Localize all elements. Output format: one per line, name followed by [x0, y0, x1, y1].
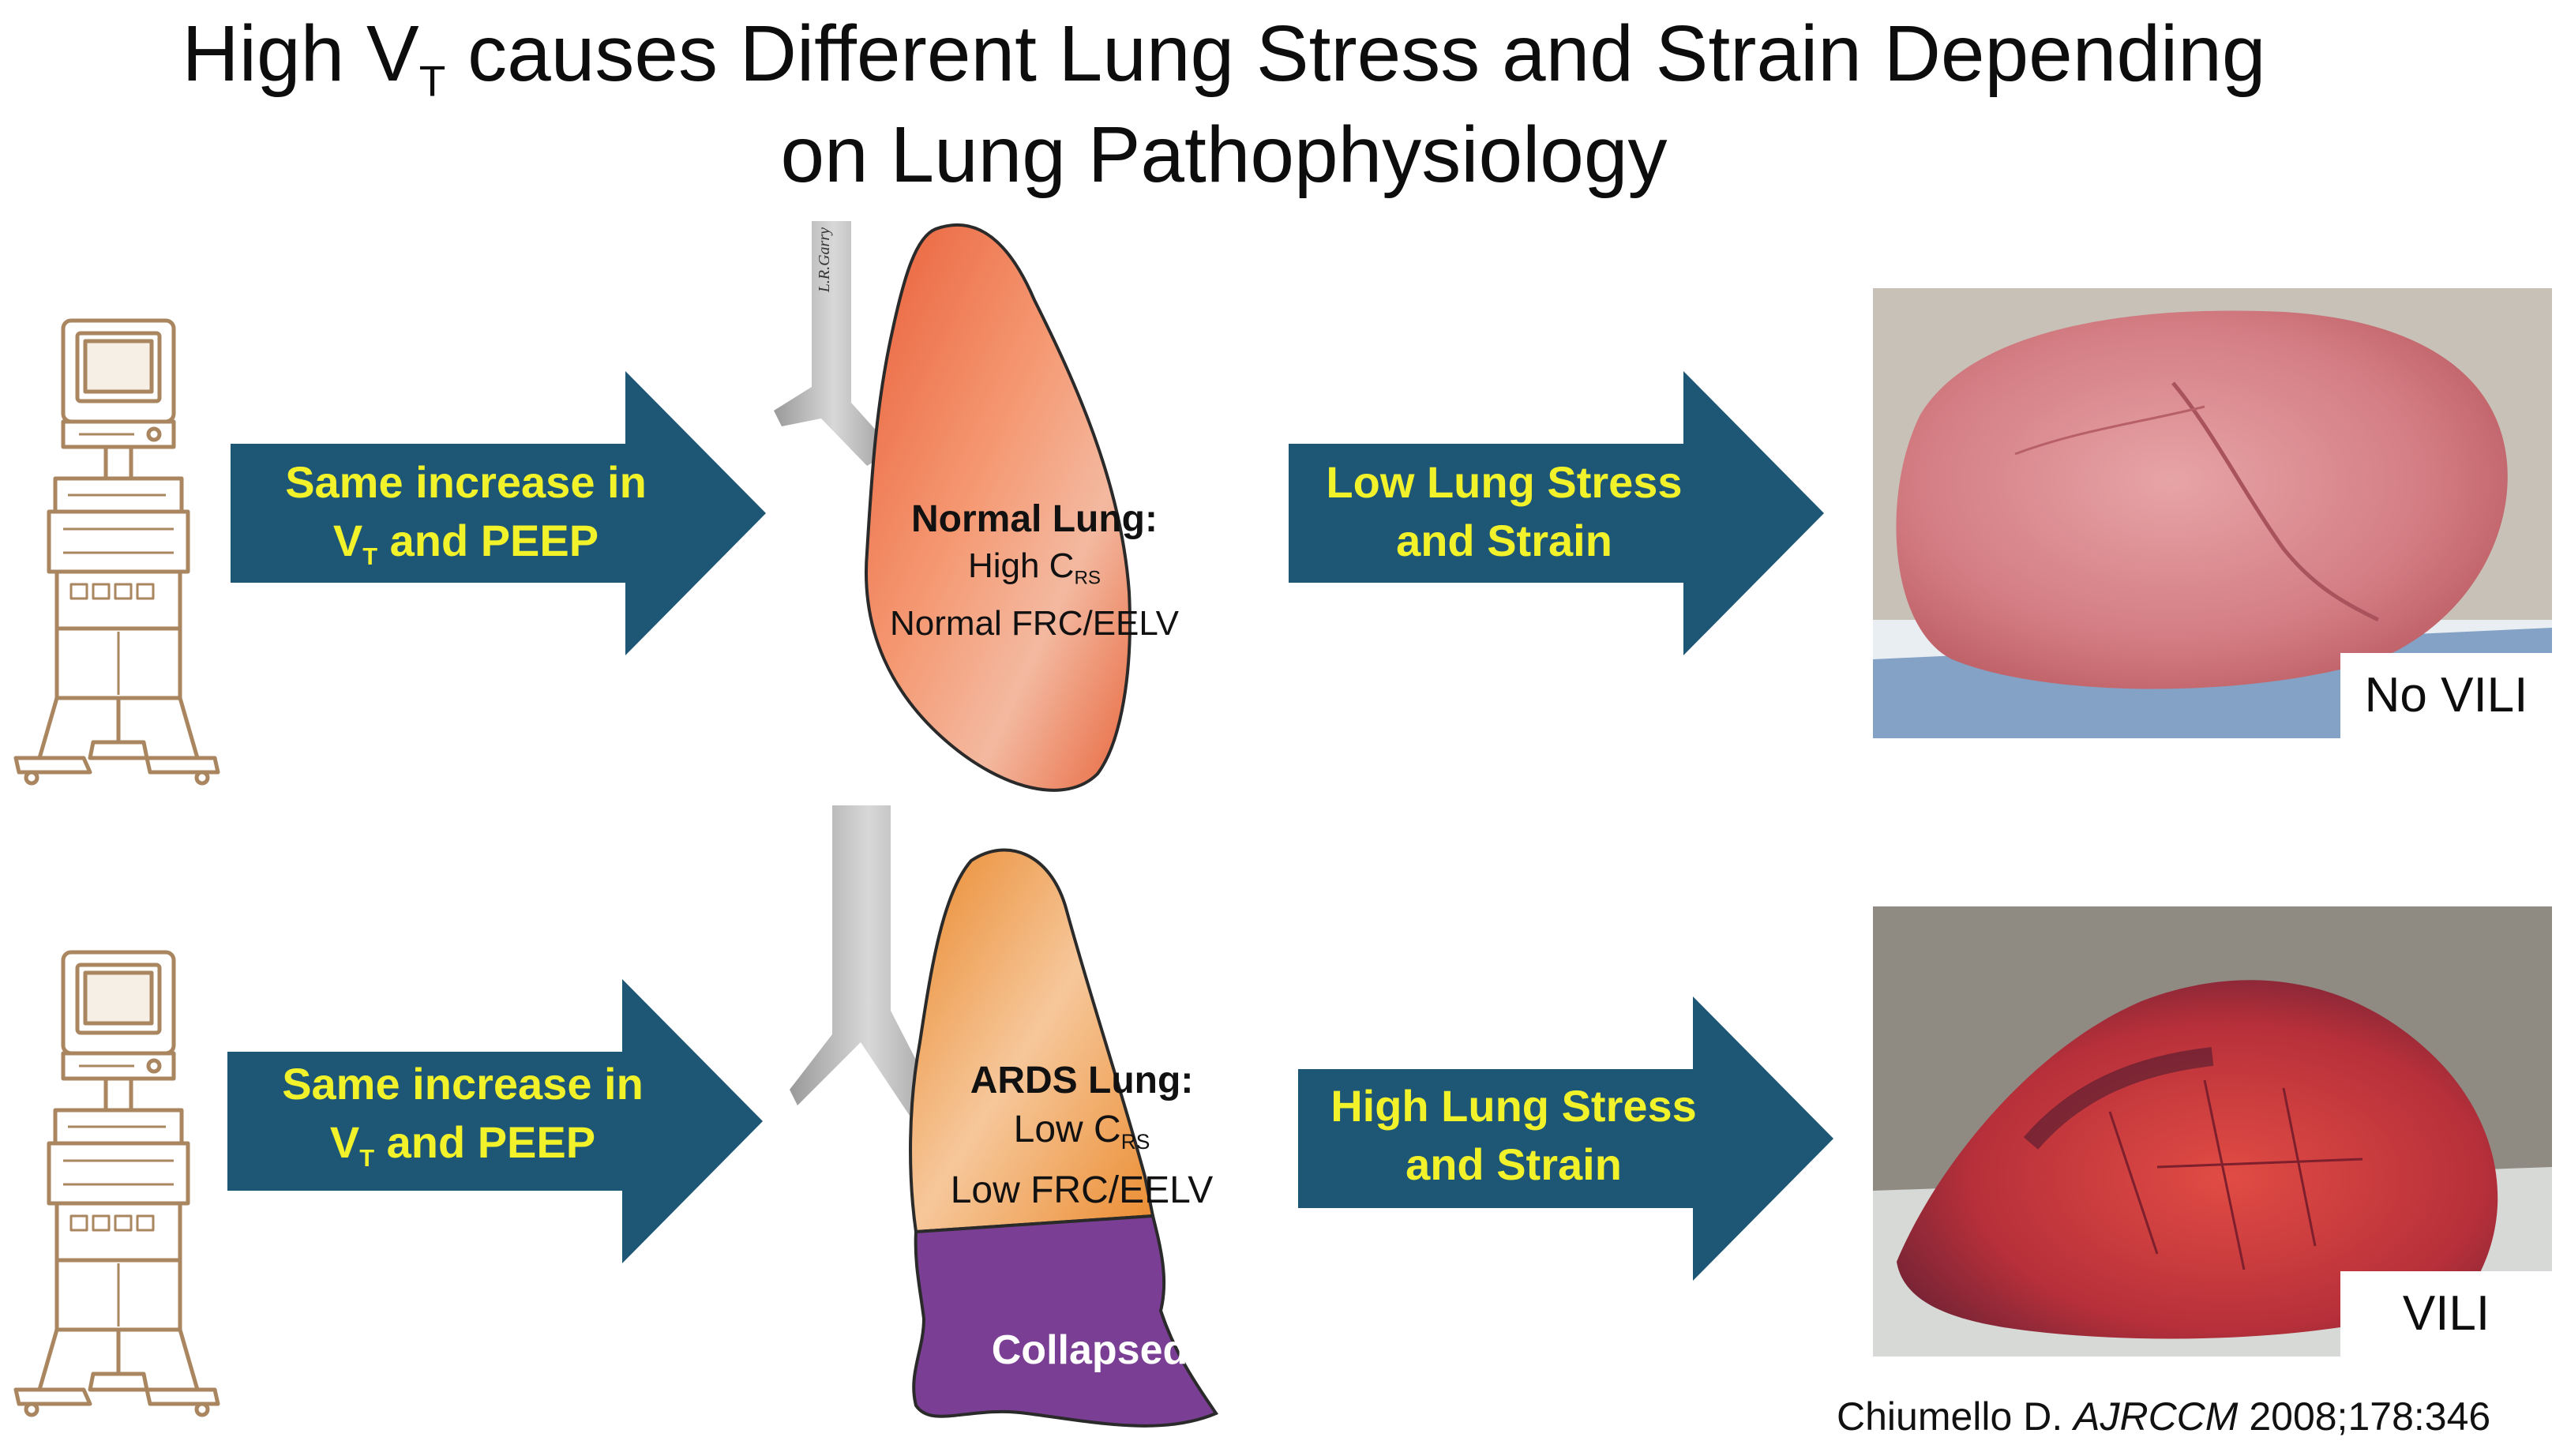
output-arrow-top — [1289, 371, 1824, 655]
output-arrow-bottom-label: High Lung Stress and Strain — [1330, 1081, 1697, 1189]
no-vili-lung-photo: No VILI — [1873, 288, 2552, 738]
input-arrow-bottom — [227, 979, 763, 1263]
title-line-2: on Lung Pathophysiology — [780, 111, 1668, 199]
citation: Chiumello D. AJRCCM 2008;178:346 — [1837, 1394, 2491, 1439]
normal-lung-label: Normal Lung: High CRS Normal FRC/EELV — [890, 498, 1179, 644]
input-arrow-top — [231, 371, 766, 655]
input-arrow-bottom-label: Same increase in VT and PEEP — [282, 1059, 644, 1172]
ards-lung-illustration — [790, 805, 1218, 1428]
vili-lung-photo: VILI — [1873, 906, 2552, 1357]
output-arrow-top-label: Low Lung Stress and Strain — [1326, 457, 1683, 565]
collapsed-label: Collapsed — [991, 1327, 1188, 1373]
photo-label-no-vili: No VILI — [2340, 653, 2552, 738]
artist-signature: L.R.Garry — [816, 227, 833, 293]
normal-lung-illustration: L.R.Garry — [774, 221, 1132, 792]
ards-lung-label: ARDS Lung: Low CRS Low FRC/EELV — [950, 1060, 1214, 1212]
title-line-1: High VT causes Different Lung Stress and… — [182, 9, 2266, 106]
ventilator-icon — [13, 950, 220, 1417]
ventilator-icon — [13, 318, 220, 786]
output-arrow-bottom — [1298, 996, 1833, 1281]
input-arrow-top-label: Same increase in VT and PEEP — [285, 457, 647, 570]
photo-label-vili: VILI — [2340, 1271, 2552, 1357]
